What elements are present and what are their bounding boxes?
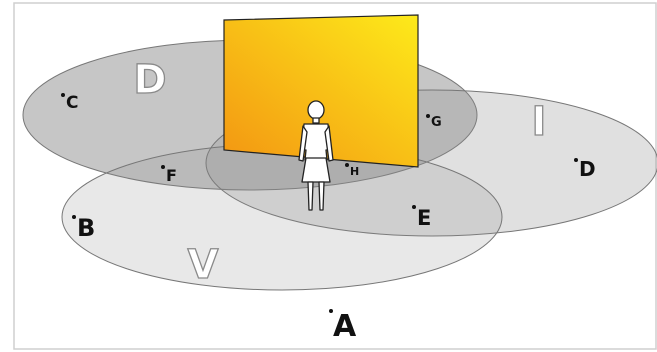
zone-letter-right: I: [532, 99, 547, 145]
point-e: E: [412, 205, 431, 230]
point-d: D: [574, 157, 596, 181]
svg-text:G: G: [431, 115, 442, 130]
point-c: C: [61, 93, 78, 113]
zone-bottom-ellipse: [61, 143, 503, 291]
svg-text:C: C: [66, 93, 78, 113]
svg-text:E: E: [417, 206, 431, 230]
svg-text:F: F: [166, 166, 177, 185]
point-a: A: [329, 309, 357, 344]
point-g: G: [426, 114, 442, 130]
zone-letter-top: D: [133, 57, 166, 103]
zone-letter-bottom: V: [188, 242, 219, 288]
point-h: H: [345, 163, 359, 178]
point-f: F: [161, 165, 177, 185]
svg-text:H: H: [350, 165, 359, 178]
point-b: B: [72, 214, 95, 242]
svg-text:D: D: [579, 157, 596, 181]
display-panel: [223, 14, 419, 168]
svg-text:B: B: [77, 214, 95, 242]
svg-text:A: A: [333, 309, 357, 344]
person-figure: [298, 100, 334, 211]
